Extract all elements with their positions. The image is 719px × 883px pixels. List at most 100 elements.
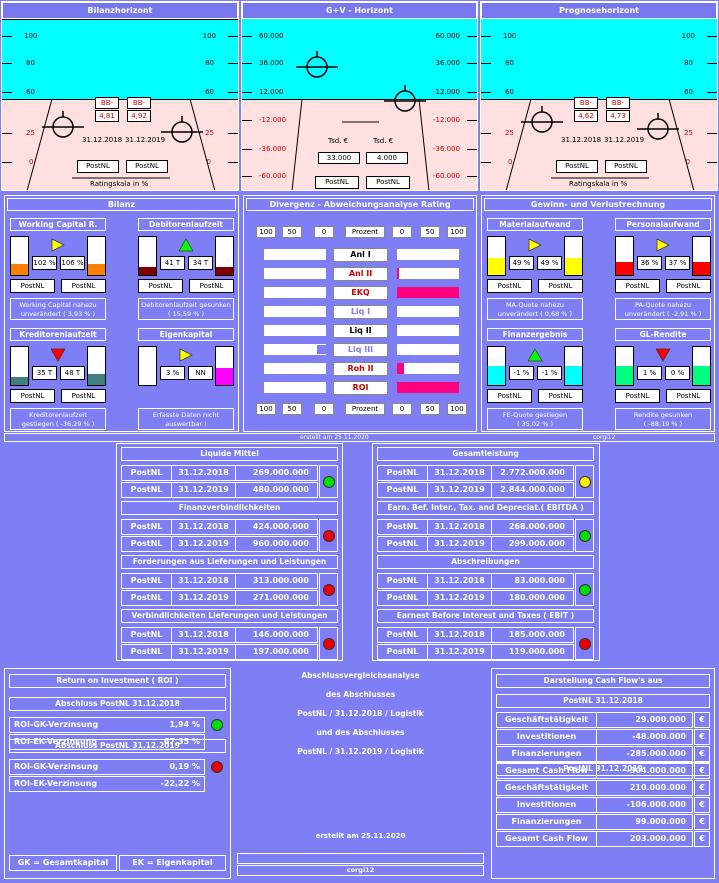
working-capital-r-gauge-2018-fill: [11, 263, 28, 275]
left_table-liquide-mittel-value-1: 480.000.000: [252, 485, 309, 494]
left_table-forderungen-aus-lieferungen-und-leistungen-date-1: 31.12.2019: [172, 591, 236, 605]
bilanz-date-2018: 31.12.2018: [82, 136, 123, 144]
cashflow-block-1-currency-1: €: [694, 797, 710, 813]
working-capital-r-title: Working Capital R.: [10, 218, 106, 231]
working-capital-r-company-2019: PostNL: [61, 279, 106, 293]
guv-horizont-panel: G+V - Horizont 60.000 36.000 12.000 -12.…: [241, 1, 478, 191]
divergenz-right-fill-roh-ii: [397, 363, 405, 374]
right_table-gesamtleistung-status-dot: [579, 476, 591, 488]
prognose-scale-right-80: 80: [684, 59, 693, 67]
bilanz-rating-2019: BB-: [127, 97, 151, 109]
cashflow-block-0-value-0: 29.000.000: [635, 715, 686, 724]
bilanz-value-2019: 4,92: [127, 110, 151, 122]
left_table-forderungen-aus-lieferungen-und-leistungen-title: Forderungen aus Lieferungen und Leistung…: [121, 555, 338, 569]
left_table-forderungen-aus-lieferungen-und-leistungen-dot-cell: [319, 573, 338, 606]
cashflow-block-1-title: PostNL 31.12.2019: [496, 762, 710, 776]
right_table-earn-bef-inter-tax-and-depreciat-ebitda-dot-cell: [575, 519, 594, 552]
materialaufwand-title: Materialaufwand: [487, 218, 583, 231]
roi-block-1-title: Abschluss PostNL 31.12.2019: [9, 739, 226, 753]
right_table-earnest-before-interest-and-taxes-ebit-company-0: PostNL: [378, 628, 428, 642]
divergenz-section: Divergenz - Abweichungsanalyse Rating 10…: [243, 195, 477, 432]
bilanzhorizont-panel: Bilanzhorizont 100 80 60 25 0 100 80 60 …: [1, 1, 239, 191]
left_table-forderungen-aus-lieferungen-und-leistungen-status-dot: [323, 584, 335, 596]
bilanz-rating-2018: BB-: [95, 97, 119, 109]
finanzergebnis-title: Finanzergebnis: [487, 328, 583, 341]
cashflow-block-0-row-2: Finanzierungen-285.000.000: [496, 746, 693, 762]
gl-rendite-trend-down-icon: [655, 348, 671, 362]
left_table-verbindlichkeiten-lieferungen-und-leistungen-title: Verbindlichkeiten Lieferungen und Leistu…: [121, 609, 338, 623]
right_table-earn-bef-inter-tax-and-depreciat-ebitda-date-0: 31.12.2018: [428, 520, 492, 534]
eigenkapital-gauge-2018: [138, 346, 157, 386]
prognose-rating-2018: BB-: [574, 97, 598, 109]
prognose-scale-right-25: 25: [684, 129, 693, 137]
created-small: erstellt am 25.11.2020: [300, 434, 369, 441]
divergenz-right-fill-anl-ii: [397, 268, 399, 279]
cashflow-block-1-value-1: -106.000.000: [626, 800, 687, 809]
prognose-scale-right-0: 0: [685, 158, 690, 166]
guv-value-2019: 4.000: [366, 152, 408, 164]
kreditorenlaufzeit-value-2019: 48 T: [60, 366, 85, 380]
working-capital-r-gauge-2018: [10, 236, 29, 276]
divergenz-left-bar-roh-ii: [264, 363, 326, 374]
left_table-forderungen-aus-lieferungen-und-leistungen-value-0: 313.000.000: [252, 576, 309, 585]
bilanz-value-2018: 4,81: [95, 110, 119, 122]
gl-rendite-note-line2: ( -88,19 % ): [643, 420, 683, 428]
materialaufwand-note-line2: unverändert ( 0,68 % ): [497, 310, 573, 318]
roi-block-0-value-0: 1,94 %: [169, 720, 200, 729]
divergenz-label-anl-ii: Anl II: [333, 267, 388, 281]
right_table-gesamtleistung-title: Gesamtleistung: [377, 447, 594, 461]
cashflow-block-0-currency-1: €: [694, 729, 710, 745]
debitorenlaufzeit-note-line1: Debitorenlaufzeit gesunken: [141, 301, 231, 309]
bilanz-section: Bilanz Working Capital R.102 %106 %PostN…: [4, 195, 239, 432]
prognose-value-2018: 4,62: [574, 110, 598, 122]
cashflow-block-1-value-2: 99.000.000: [635, 817, 686, 826]
prognose-footer: Ratingskala in %: [569, 180, 628, 188]
eigenkapital-note-line1: Erfasste Daten nicht: [152, 411, 220, 419]
right_table-gesamtleistung-company-1: PostNL: [378, 483, 428, 497]
working-capital-r-company-2018: PostNL: [10, 279, 55, 293]
divergenz-left-bar-anl-ii: [264, 268, 326, 279]
prognose-scale-left-80: 80: [505, 59, 514, 67]
materialaufwand-note-line1: MA-Quote nahezu: [505, 301, 565, 309]
divergenz-scale-top-2: 0: [314, 226, 334, 238]
materialaufwand-gauge-2018-fill: [488, 257, 505, 275]
prognose-company-2019: PostNL: [605, 160, 647, 173]
prognose-aircraft-right-icon: [637, 113, 679, 140]
guv-scale-left-m36000: -36.000: [259, 145, 287, 153]
divergenz-scale-bottom-0: 100: [256, 403, 276, 415]
debitorenlaufzeit-note: Debitorenlaufzeit gesunken( 15,59 % ): [138, 298, 234, 320]
guv-scale-left-12000: 12.000: [259, 88, 284, 96]
gl-rendite-title: GL-Rendite: [615, 328, 711, 341]
center-user: corgi12: [237, 865, 484, 876]
kreditorenlaufzeit-gauge-2019: [87, 346, 106, 386]
right_table-gesamtleistung-company-0: PostNL: [378, 466, 428, 480]
finanzergebnis-note-line2: ( 35,02 % ): [516, 420, 554, 428]
guv-scale-right-60000: 60.000: [435, 32, 461, 40]
eigenkapital-gauge-2019-fill: [216, 367, 233, 385]
materialaufwand-gauge-2019-fill: [565, 257, 582, 275]
debitorenlaufzeit-company-2019: PostNL: [189, 279, 234, 293]
debitorenlaufzeit-gauge-2019: [215, 236, 234, 276]
roi-block-0-value-1: 67,35 %: [163, 737, 200, 746]
roi-block-1-value-0: 0,19 %: [169, 762, 200, 771]
right_table-earnest-before-interest-and-taxes-ebit-date-1: 31.12.2019: [428, 645, 492, 659]
right_table-abschreibungen-value-1: 180.000.000: [508, 593, 565, 602]
left_table-finanzverbindlichkeiten-date-0: 31.12.2018: [172, 520, 236, 534]
personalaufwand-trend-indicator: [656, 238, 671, 254]
divergenz-left-bar-liq-i: [264, 306, 326, 317]
gl-rendite-company-2018: PostNL: [615, 389, 660, 403]
right_table-abschreibungen-value-0: 83.000.000: [514, 576, 565, 585]
gl-rendite-value-2018: 1 %: [637, 366, 662, 380]
debitorenlaufzeit-value-2019: 34 T: [188, 256, 213, 270]
center-created: erstellt am 25.11.2020: [315, 832, 406, 840]
cashflow-block-1-currency-3: €: [694, 831, 710, 847]
bilanz-aircraft-left-icon: [42, 111, 84, 138]
roi-block-0-label-0: ROI-GK-Verzinsung: [14, 720, 99, 729]
right_table-abschreibungen-company-0: PostNL: [378, 574, 428, 588]
